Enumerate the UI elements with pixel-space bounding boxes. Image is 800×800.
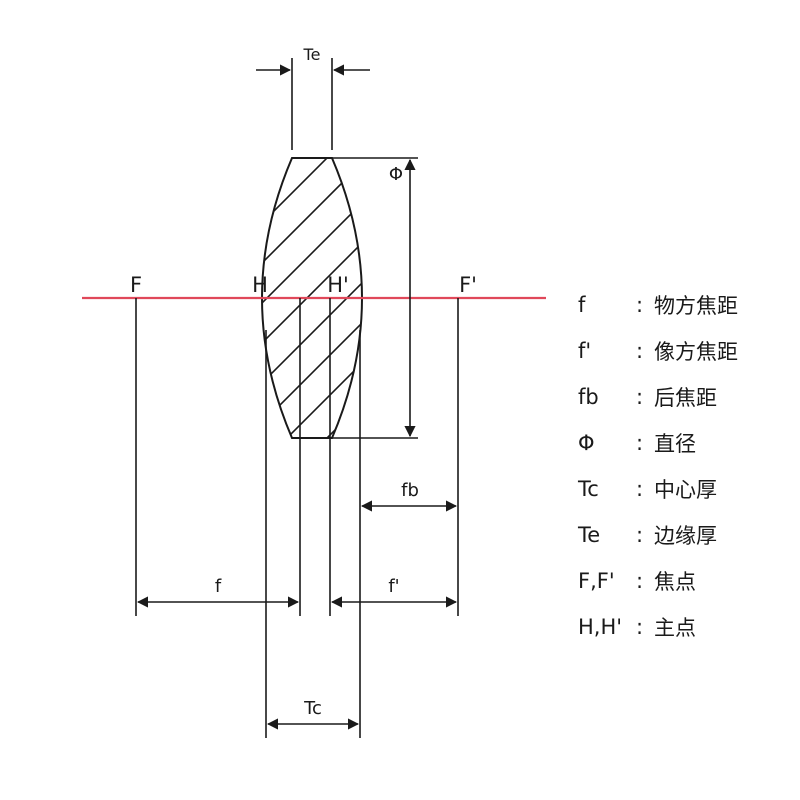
legend-item: Φ : 直径	[578, 420, 793, 466]
te-label: Te	[303, 45, 321, 64]
f-label: f	[215, 576, 222, 597]
lens-hatching	[262, 158, 362, 438]
legend-item: f' : 像方焦距	[578, 328, 793, 374]
reference-lines	[135, 298, 459, 738]
legend-symbol: Tc	[578, 477, 599, 501]
legend-item: Te : 边缘厚	[578, 512, 793, 558]
legend-definition: 像方焦距	[654, 340, 738, 364]
h-point-label: H	[252, 273, 268, 297]
legend-colon: :	[636, 569, 644, 593]
legend-symbol: Φ	[578, 431, 595, 455]
legend-colon: :	[636, 523, 644, 547]
fp-point-label: F'	[459, 273, 477, 297]
legend-symbol: fb	[578, 385, 599, 409]
legend-item: f : 物方焦距	[578, 282, 793, 328]
legend-symbol: f	[578, 293, 586, 317]
legend-colon: :	[636, 293, 644, 317]
legend-colon: :	[636, 477, 644, 501]
legend-symbol: H,H'	[578, 615, 623, 639]
legend-colon: :	[636, 339, 644, 363]
legend-definition: 边缘厚	[654, 524, 717, 548]
legend-symbol: Te	[578, 523, 601, 547]
legend: f : 物方焦距 f' : 像方焦距 fb : 后焦距 Φ : 直径 Tc : …	[578, 282, 793, 650]
legend-item: F,F' : 焦点	[578, 558, 793, 604]
legend-colon: :	[636, 385, 644, 409]
lens-body	[261, 157, 363, 439]
phi-dimension	[332, 157, 418, 439]
te-dimension	[256, 58, 370, 150]
legend-definition: 物方焦距	[654, 294, 738, 318]
legend-colon: :	[636, 615, 644, 639]
legend-definition: 后焦距	[654, 386, 717, 410]
fb-label: fb	[401, 480, 419, 501]
legend-symbol: F,F'	[578, 569, 615, 593]
legend-item: Tc : 中心厚	[578, 466, 793, 512]
f-point-label: F	[130, 273, 142, 297]
legend-definition: 中心厚	[654, 478, 717, 502]
legend-symbol: f'	[578, 339, 592, 363]
legend-item: fb : 后焦距	[578, 374, 793, 420]
legend-definition: 主点	[654, 616, 696, 640]
tc-label: Tc	[303, 698, 322, 719]
legend-colon: :	[636, 431, 644, 455]
legend-definition: 焦点	[654, 570, 696, 594]
legend-item: H,H' : 主点	[578, 604, 793, 650]
phi-label: Φ	[389, 164, 403, 185]
legend-definition: 直径	[654, 432, 696, 456]
hp-point-label: H'	[327, 273, 349, 297]
fp-label: f'	[388, 576, 399, 597]
